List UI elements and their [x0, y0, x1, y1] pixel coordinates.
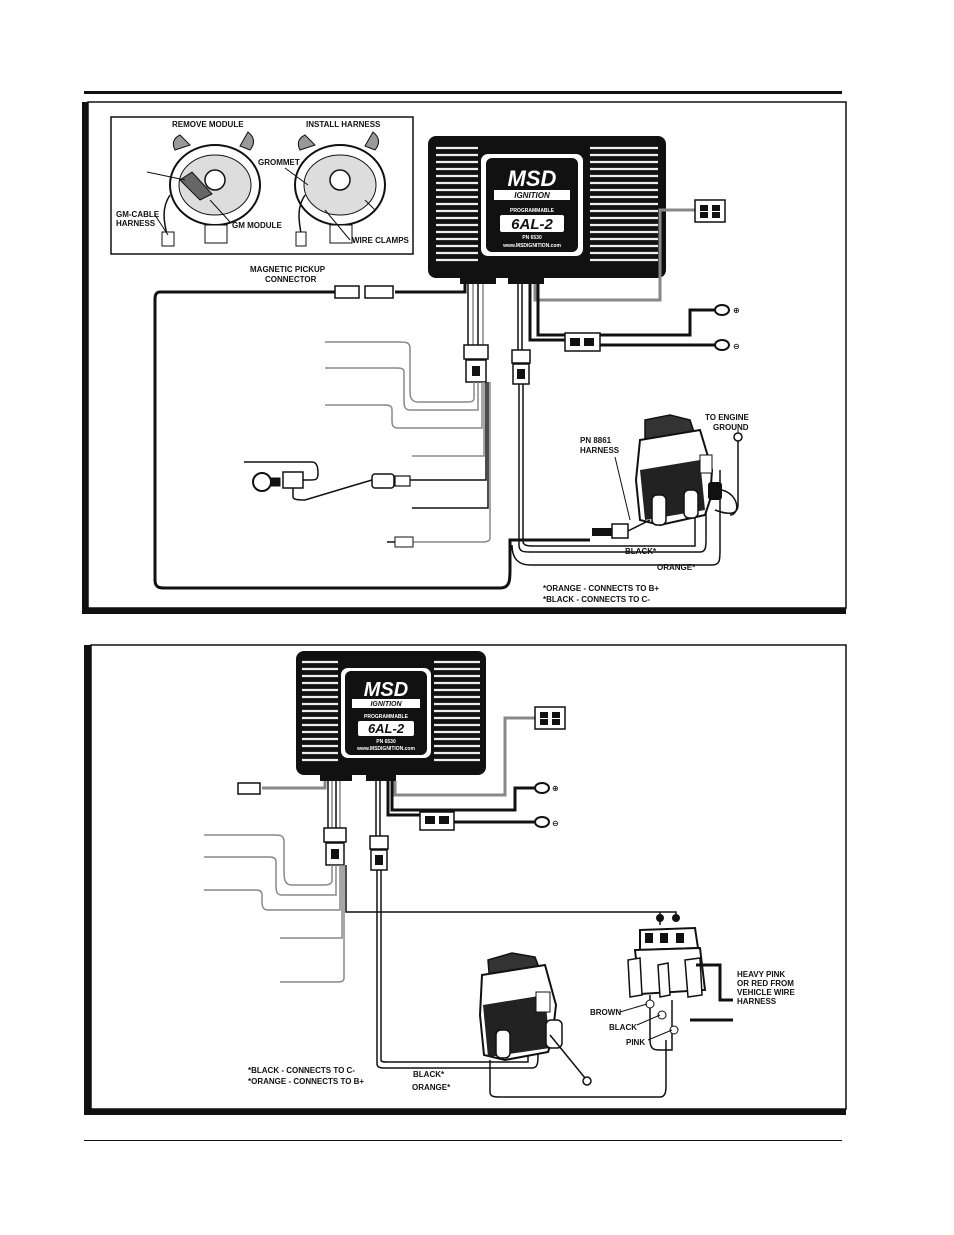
gm-cable-label-2: HARNESS: [116, 219, 156, 228]
orange-wire-label-bottom: ORANGE*: [412, 1083, 451, 1092]
note-orange-top: *ORANGE - CONNECTS TO B+: [543, 584, 659, 593]
pn-harness-label-2: HARNESS: [580, 446, 620, 455]
gm-cable-label-1: GM-CABLE: [116, 210, 160, 219]
relay-block-bottom: [619, 911, 733, 1051]
black-label: BLACK: [609, 1023, 637, 1032]
distributor-inset: REMOVE MODULE INSTALL HARNESS GROMMET GM…: [110, 116, 414, 255]
programmable-label-top: PROGRAMMABLE: [510, 208, 555, 214]
engine-ground-label-2: GROUND: [713, 423, 749, 432]
negative-terminal-bottom: ⊖: [552, 819, 559, 828]
positive-terminal-bottom: ⊕: [552, 784, 559, 793]
header-rule: [84, 91, 842, 94]
magnetic-pickup-label-2: CONNECTOR: [265, 275, 317, 284]
msd-logo-top: MSD: [508, 166, 557, 191]
black-wire-label-top: BLACK*: [625, 547, 657, 556]
engine-ground-label-1: TO ENGINE: [705, 413, 750, 422]
cooling-fins-top: [436, 146, 658, 262]
msd-ignition-box-bottom: MSD IGNITION PROGRAMMABLE 6AL-2 PN 6530 …: [296, 651, 486, 781]
power-connector-top: [533, 199, 726, 302]
orange-wire-label-top: ORANGE*: [657, 563, 696, 572]
top-diagram: REMOVE MODULE INSTALL HARNESS GROMMET GM…: [82, 101, 847, 614]
heavy-pink-label-2: OR RED FROM: [737, 979, 794, 988]
positive-terminal-top: ⊕: [733, 306, 740, 315]
model-label-bottom: 6AL-2: [368, 721, 405, 736]
hei-distributor-bottom: [478, 952, 592, 1086]
battery-wires-bottom: ⊕ ⊖: [386, 781, 559, 831]
heavy-pink-label-4: HARNESS: [737, 997, 777, 1006]
wire-clamps-label: WIRE CLAMPS: [352, 236, 410, 245]
part-number-top: PN 6530: [522, 235, 542, 241]
bottom-diagram: MSD IGNITION PROGRAMMABLE 6AL-2 PN 6530 …: [84, 644, 847, 1115]
power-connector-bottom: [393, 706, 566, 797]
hei-distributor-top: [592, 414, 743, 539]
part-number-bottom: PN 6530: [376, 739, 396, 745]
negative-terminal-top: ⊖: [733, 342, 740, 351]
magnetic-pickup-wire: MAGNETIC PICKUP CONNECTOR: [153, 265, 590, 590]
website-bottom: www.MSDIGNITION.com: [356, 746, 415, 752]
programmable-label-bottom: PROGRAMMABLE: [364, 714, 409, 720]
brown-label: BROWN: [590, 1008, 621, 1017]
coil-harness-bottom: [369, 781, 667, 1098]
remove-module-label: REMOVE MODULE: [172, 120, 244, 129]
ignition-logo-top: IGNITION: [514, 191, 550, 200]
pink-label: PINK: [626, 1038, 645, 1047]
website-top: www.MSDIGNITION.com: [502, 243, 561, 249]
note-black-bottom: *BLACK - CONNECTS TO C-: [248, 1066, 355, 1075]
black-wire-label-bottom: BLACK*: [413, 1070, 445, 1079]
pickup-connector-bottom: [237, 781, 327, 795]
coil-harness-top: [511, 284, 721, 566]
distributor-left-icon: [146, 131, 261, 247]
heavy-pink-label-1: HEAVY PINK: [737, 970, 785, 979]
harness-bundle-top: [325, 284, 491, 548]
magnetic-pickup-label-1: MAGNETIC PICKUP: [250, 265, 326, 274]
gm-module-label: GM MODULE: [232, 221, 282, 230]
cooling-fins-bottom: [302, 660, 480, 762]
harness-bundle-bottom: [204, 781, 661, 983]
pn-harness-label-1: PN 8861: [580, 436, 612, 445]
distributor-right-icon: [284, 131, 386, 247]
install-harness-label: INSTALL HARNESS: [306, 120, 381, 129]
model-label-top: 6AL-2: [511, 216, 553, 233]
msd-logo-bottom: MSD: [364, 679, 408, 701]
ignition-logo-bottom: IGNITION: [370, 701, 402, 708]
heavy-pink-label-3: VEHICLE WIRE: [737, 988, 795, 997]
ignition-key-switch-top: [244, 461, 411, 501]
footer-rule: [84, 1140, 842, 1141]
battery-wires-top: ⊕ ⊖: [528, 284, 740, 352]
pn-harness-leader: [614, 456, 631, 521]
note-orange-bottom: *ORANGE - CONNECTS TO B+: [248, 1077, 364, 1086]
msd-ignition-box-top: MSD IGNITION PROGRAMMABLE 6AL-2 PN 6530 …: [428, 136, 666, 284]
note-black-top: *BLACK - CONNECTS TO C-: [543, 595, 650, 604]
grommet-label: GROMMET: [258, 158, 300, 167]
